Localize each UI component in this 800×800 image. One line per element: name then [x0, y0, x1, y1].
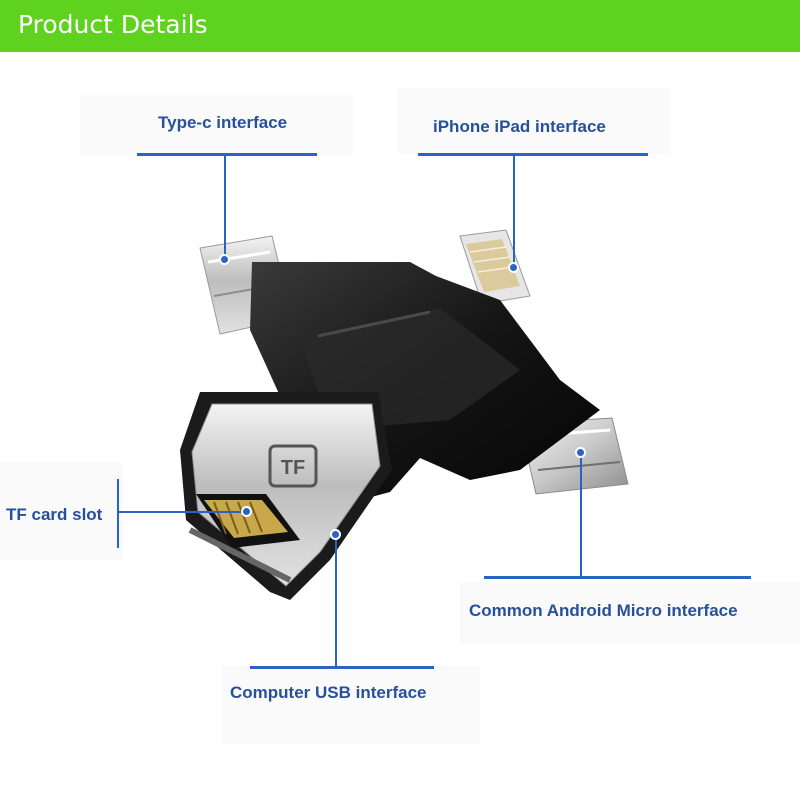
- header-bar: Product Details: [0, 0, 800, 52]
- android-callout-line: [484, 576, 751, 579]
- tf-label-panel: [0, 462, 123, 560]
- tf-card-slot-label: TF card slot: [6, 505, 103, 524]
- iphone-callout-dot: [508, 262, 519, 273]
- android-callout-stem: [580, 452, 582, 576]
- usb-a-plug: TF: [180, 392, 392, 600]
- type-c-callout-line: [137, 153, 317, 156]
- computer-usb-interface-label: Computer USB interface: [230, 683, 427, 702]
- tf-callout-line: [118, 511, 246, 513]
- iphone-callout-line: [418, 153, 648, 156]
- tf-callout-dot: [241, 506, 252, 517]
- type-c-interface-label: Type-c interface: [158, 113, 288, 132]
- lightning-connector: [459, 229, 531, 305]
- page-title: Product Details: [18, 10, 208, 39]
- tf-callout-bracket: [117, 479, 119, 548]
- usb-callout-stem: [335, 534, 337, 666]
- android-micro-interface-label: Common Android Micro interface: [469, 601, 738, 620]
- type-c-callout-dot: [219, 254, 230, 265]
- usb-callout-dot: [330, 529, 341, 540]
- type-c-callout-stem: [224, 154, 226, 260]
- usb-label-panel: [222, 666, 480, 744]
- type-c-label-panel: [80, 95, 353, 155]
- iphone-callout-stem: [513, 154, 515, 268]
- android-callout-dot: [575, 447, 586, 458]
- svg-text:TF: TF: [281, 457, 305, 479]
- iphone-ipad-interface-label: iPhone iPad interface: [433, 117, 606, 136]
- usb-callout-line: [250, 666, 434, 669]
- iphone-label-panel: [397, 88, 670, 154]
- android-label-panel: [460, 582, 800, 644]
